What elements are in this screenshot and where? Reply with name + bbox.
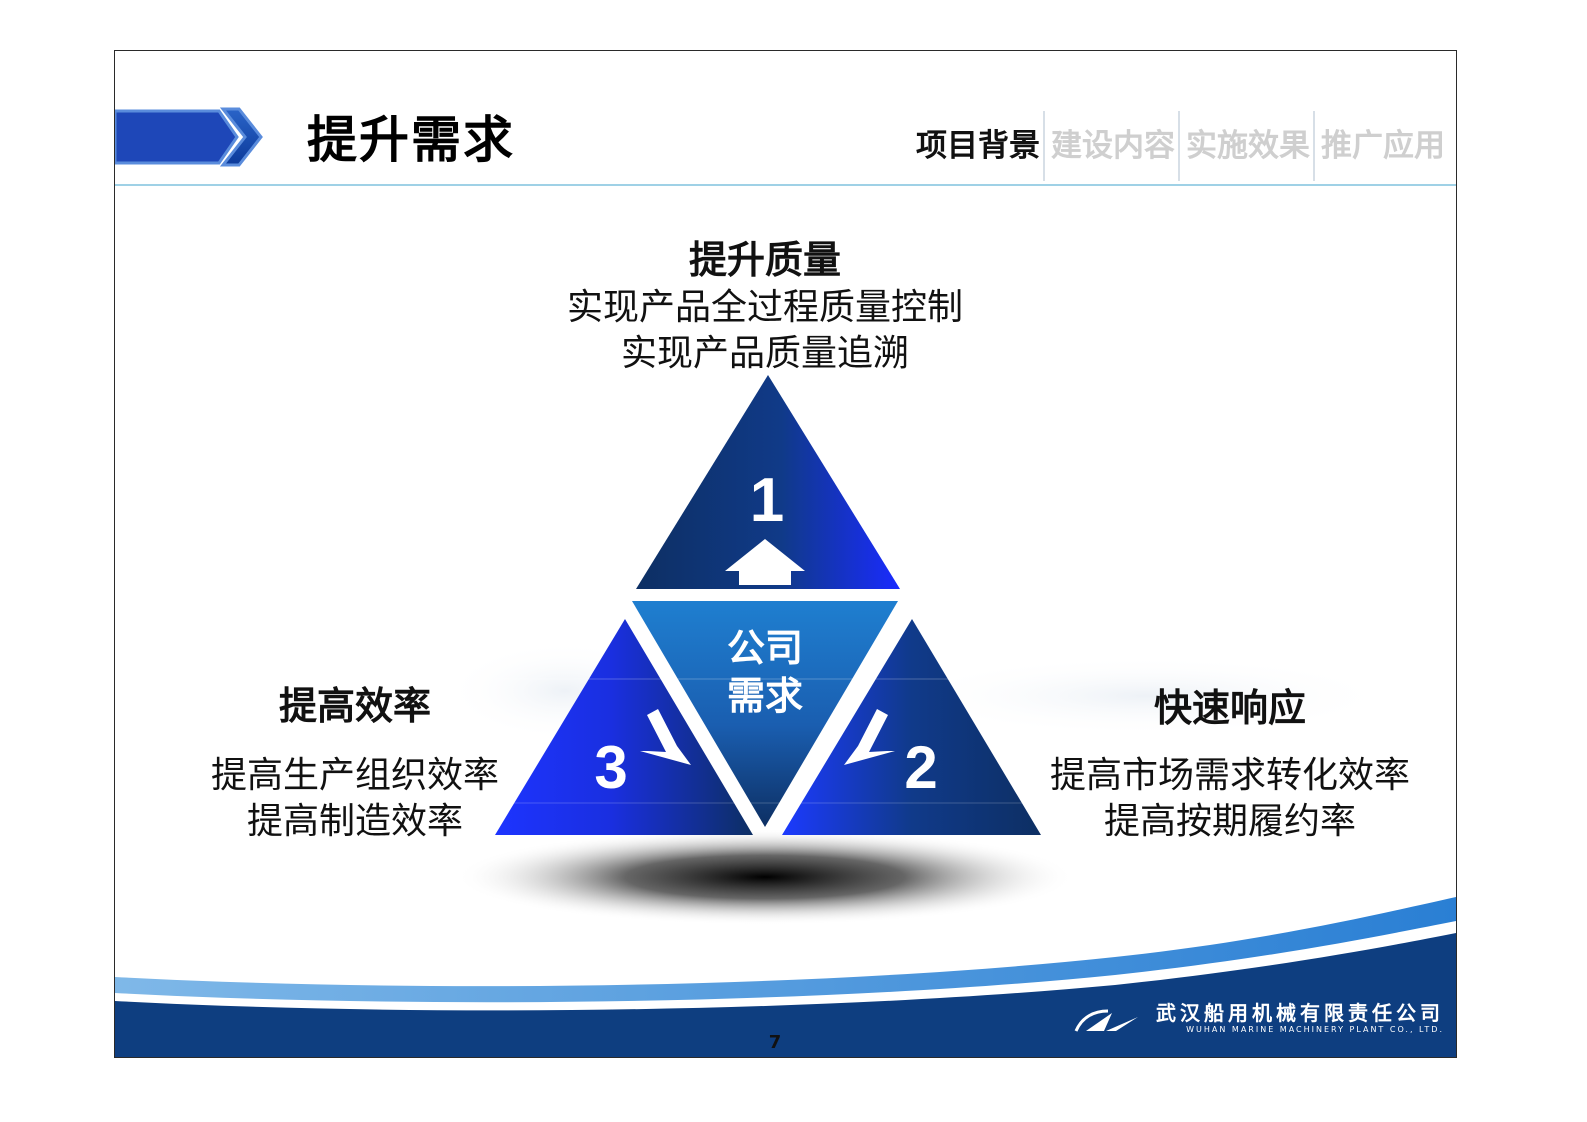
block-quality-line-2: 实现产品质量追溯 [620, 333, 909, 374]
watermark-text [895, 656, 1395, 736]
arrow-down-left-icon [640, 709, 691, 765]
block-efficiency-heading: 提高效率 [278, 684, 431, 728]
nav-item-application[interactable]: 推广应用 [1313, 111, 1448, 181]
triangle-left [495, 619, 753, 835]
number-left: 3 [594, 734, 627, 801]
company-name: 武汉船用机械有限责任公司 WUHAN MARINE MACHINERY PLAN… [1156, 1001, 1444, 1035]
triangle-right [782, 619, 1041, 835]
company-name-en: WUHAN MARINE MACHINERY PLANT CO., LTD. [1186, 1025, 1444, 1034]
page-number: 7 [768, 1032, 782, 1053]
block-efficiency: 提高效率 提高生产组织效率 提高制造效率 [155, 681, 555, 845]
triangle-top [636, 375, 900, 589]
block-efficiency-line-1: 提高生产组织效率 [210, 755, 499, 796]
header-divider [115, 184, 1456, 186]
block-response: 快速响应 提高市场需求转化效率 提高按期履约率 [1030, 683, 1430, 845]
center-label-line-1: 公司 [727, 626, 803, 670]
nav-item-content[interactable]: 建设内容 [1043, 111, 1178, 181]
center-label-line-2: 需求 [727, 674, 803, 718]
nav-item-effect[interactable]: 实施效果 [1178, 111, 1313, 181]
slide: 提升需求 项目背景 建设内容 实施效果 推广应用 [114, 50, 1457, 1058]
header-arrow-icon [115, 107, 263, 167]
block-efficiency-line-2: 提高制造效率 [246, 801, 463, 842]
block-response-heading: 快速响应 [1153, 686, 1306, 730]
block-quality: 提升质量 实现产品全过程质量控制 实现产品质量追溯 [545, 235, 985, 377]
block-quality-heading: 提升质量 [688, 238, 841, 282]
demand-triangle-diagram: 1 2 3 公司 需求 [445, 375, 1395, 925]
arrow-up-icon [725, 539, 805, 585]
company-name-cn: 武汉船用机械有限责任公司 [1156, 1001, 1444, 1025]
nav-item-background[interactable]: 项目背景 [916, 128, 1040, 164]
section-nav: 项目背景 建设内容 实施效果 推广应用 [916, 111, 1448, 181]
triangle-center [632, 601, 898, 827]
arrow-down-right-icon [844, 709, 895, 765]
number-top: 1 [750, 466, 784, 535]
page-title: 提升需求 [307, 111, 515, 169]
block-response-line-1: 提高市场需求转化效率 [1049, 755, 1410, 796]
number-right: 2 [904, 734, 937, 801]
diagram-shadow [455, 829, 1075, 925]
block-response-line-2: 提高按期履约率 [1103, 801, 1356, 842]
block-quality-line-1: 实现产品全过程质量控制 [566, 287, 963, 328]
company-logo-icon [1074, 1009, 1138, 1032]
